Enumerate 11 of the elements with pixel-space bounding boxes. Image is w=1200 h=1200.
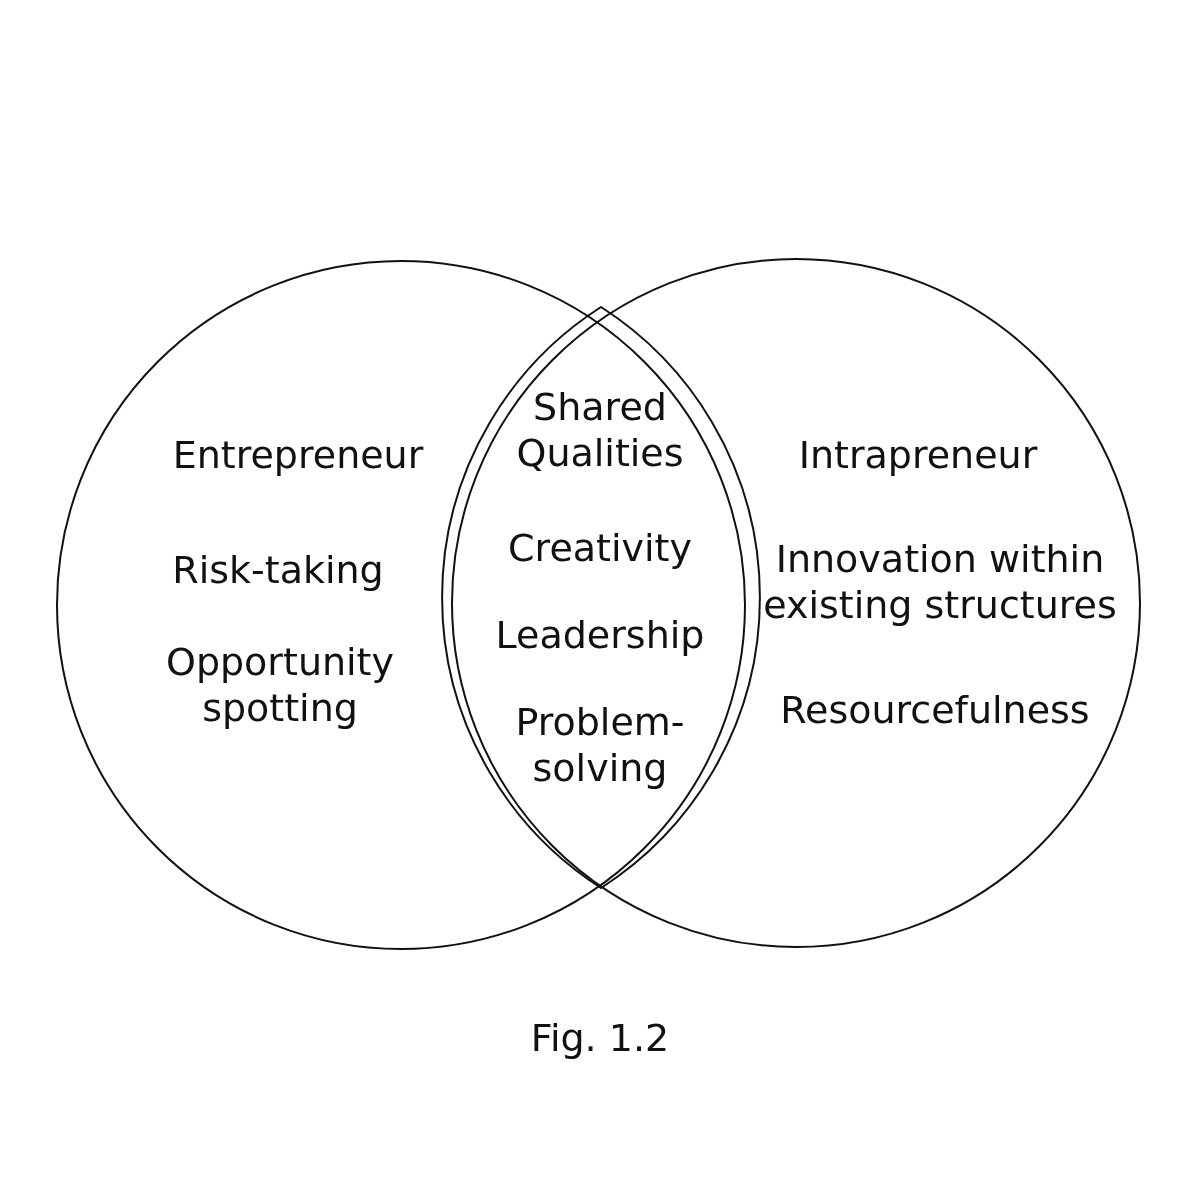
trait-label: Resourcefulness: [780, 687, 1090, 733]
trait-label: Opportunity spotting: [164, 639, 395, 731]
trait-label: Creativity: [508, 525, 692, 571]
overlap-title: Shared Qualities: [515, 384, 685, 476]
trait-label: Leadership: [495, 612, 705, 658]
trait-label: Problem-solving: [514, 699, 686, 791]
set-title: Intrapreneur: [798, 432, 1038, 478]
figure-caption: Fig. 1.2: [530, 1016, 670, 1060]
set-title: Entrepreneur: [172, 432, 424, 478]
trait-label: Risk-taking: [172, 547, 384, 593]
trait-label: Innovation within existing structures: [762, 536, 1118, 628]
